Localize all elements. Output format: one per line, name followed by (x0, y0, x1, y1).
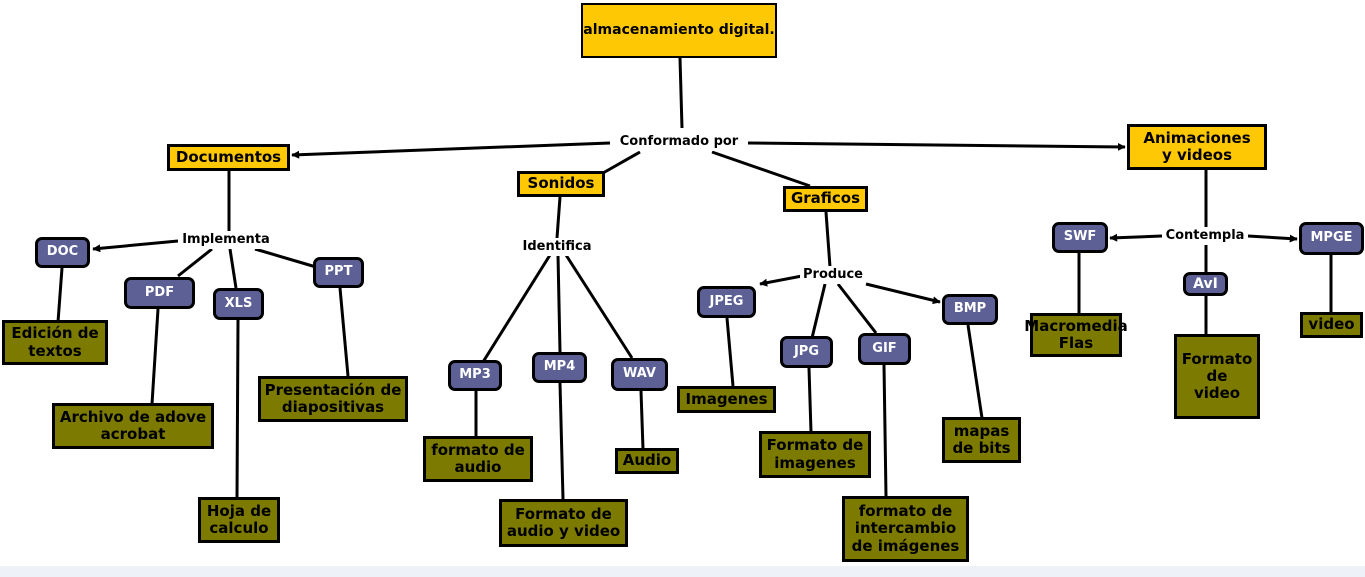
edge-implementa-to-ppt (254, 247, 317, 269)
format-ppt: PPT (313, 257, 364, 288)
category-documentos: Documentos (167, 144, 290, 171)
edge-gif-to-desc (882, 364, 888, 497)
edge-conformado-to-documentos (291, 141, 611, 159)
edge-identifica-to-mp3 (481, 254, 552, 363)
format-wav: WAV (611, 358, 668, 391)
edge-wav-to-desc (639, 390, 645, 450)
edge-graficos-to-produce (824, 211, 832, 268)
desc-xls: Hoja de calculo (198, 497, 280, 543)
format-pdf: PDF (124, 277, 195, 309)
desc-jpg: Formato de imagenes (759, 431, 871, 478)
format-bmp: BMP (942, 294, 998, 325)
format-mpge: MPGE (1299, 222, 1364, 255)
edge-produce-to-jpeg (759, 274, 803, 287)
edge-conformado-to-animaciones (747, 141, 1126, 151)
edge-identifica-to-wav (564, 254, 634, 359)
desc-swf: Macromedia Flas (1024, 313, 1128, 357)
link-implementa: Implementa (178, 231, 274, 249)
edge-bmp-to-desc (966, 324, 984, 419)
main-concept: almacenamiento digital. (581, 3, 777, 58)
edge-implementa-to-xls (228, 248, 238, 289)
link-identifica: Identifica (517, 238, 597, 256)
edge-produce-to-jpg (810, 283, 827, 339)
edge-conformado-to-graficos (711, 150, 811, 188)
desc-wav: Audio (615, 448, 679, 474)
format-mp3: MP3 (448, 360, 502, 391)
desc-jpeg: Imagenes (677, 386, 776, 413)
bottom-strip (0, 566, 1365, 577)
edge-main-to-conformado (678, 57, 684, 129)
desc-ppt: Presentación de diapositivas (258, 376, 408, 422)
desc-mp3: formato de audio (423, 436, 533, 482)
edge-contempla-to-mpge (1247, 234, 1298, 243)
edge-doc-to-desc (56, 267, 64, 323)
format-jpg: JPG (780, 336, 833, 368)
edge-produce-to-bmp (865, 282, 941, 305)
desc-mp4: Formato de audio y video (499, 499, 628, 547)
desc-pdf: Archivo de adove acrobat (52, 403, 214, 449)
desc-avi: Formato de video (1174, 334, 1260, 419)
edge-mp4-to-desc (558, 382, 565, 500)
desc-gif: formato de intercambio de imágenes (842, 496, 969, 562)
link-produce: Produce (800, 266, 866, 284)
format-doc: DOC (35, 237, 90, 268)
edge-jpg-to-desc (807, 367, 813, 433)
format-xls: XLS (213, 288, 264, 320)
category-sonidos: Sonidos (517, 171, 605, 197)
link-contempla: Contempla (1162, 227, 1248, 245)
edge-conformado-to-sonidos (602, 150, 641, 175)
edge-produce-to-gif (836, 283, 878, 334)
format-swf: SWF (1052, 222, 1108, 253)
edge-sonidos-to-identifica (555, 196, 562, 239)
edge-contempla-to-swf (1109, 233, 1163, 242)
desc-bmp: mapas de bits (942, 417, 1021, 463)
format-gif: GIF (858, 333, 911, 365)
desc-mpge: video (1300, 312, 1363, 338)
format-jpeg: JPEG (697, 286, 756, 318)
edge-xls-to-desc (235, 319, 240, 499)
format-mp4: MP4 (532, 352, 587, 383)
edge-jpeg-to-desc (725, 317, 735, 387)
category-graficos: Graficos (783, 186, 868, 212)
category-animaciones: Animaciones y videos (1127, 124, 1267, 170)
format-avi: AvI (1183, 272, 1228, 296)
edge-ppt-to-desc (338, 287, 350, 377)
desc-doc: Edición de textos (2, 320, 108, 365)
edge-implementa-to-doc (92, 239, 179, 253)
link-conformado-por: Conformado por (612, 133, 746, 151)
edge-identifica-to-mp4 (556, 254, 562, 353)
edge-pdf-to-desc (150, 308, 160, 405)
edge-implementa-to-pdf (177, 247, 213, 278)
